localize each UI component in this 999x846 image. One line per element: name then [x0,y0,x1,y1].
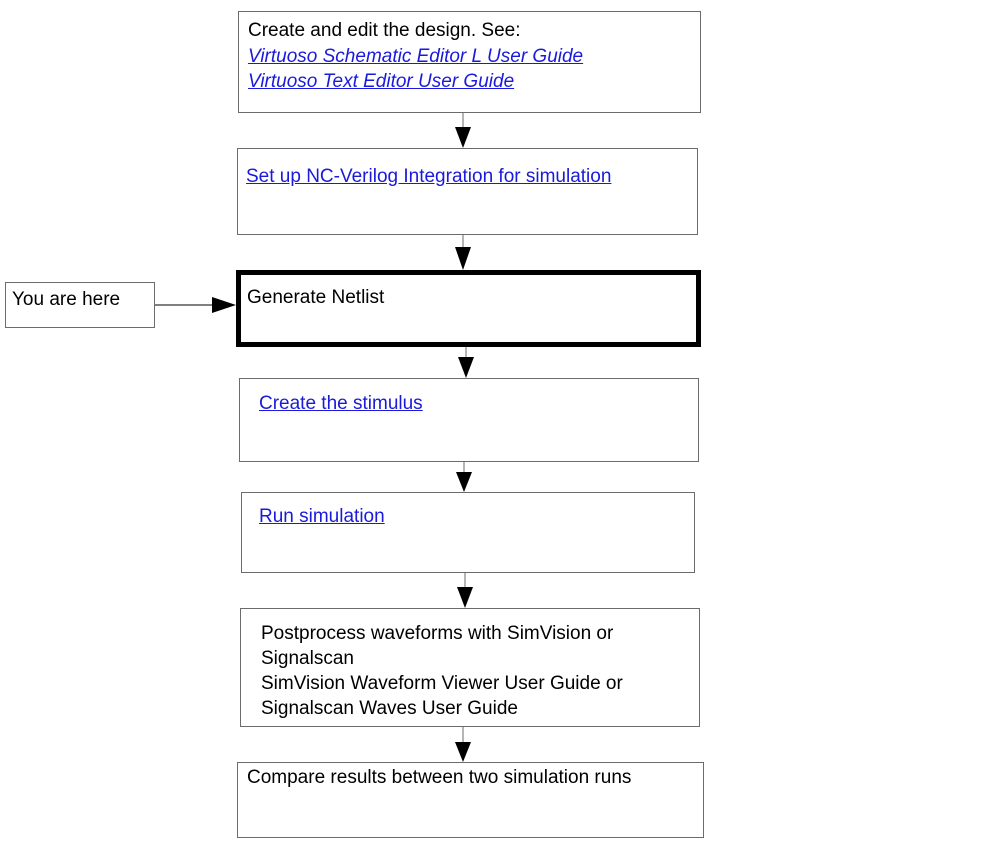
step-postprocess-waveforms: Postprocess waveforms with SimVision or … [240,608,700,727]
arrowhead-down-icon [457,587,473,608]
step-create-stimulus: Create the stimulus [239,378,699,462]
step-create-design-text: Create and edit the design. See: [248,20,521,41]
step-setup-integration: Set up NC-Verilog Integration for simula… [237,148,698,235]
arrowhead-down-icon [455,742,471,762]
arrowhead-down-icon [455,247,471,270]
step-generate-netlist-text: Generate Netlist [247,287,385,308]
link-run-simulation[interactable]: Run simulation [259,506,385,527]
step-generate-netlist: Generate Netlist [236,270,701,347]
arrowhead-down-icon [455,127,471,148]
link-text-editor-guide[interactable]: Virtuoso Text Editor User Guide [248,71,515,92]
step-compare-results: Compare results between two simulation r… [237,762,704,838]
link-schematic-editor-guide[interactable]: Virtuoso Schematic Editor L User Guide [248,46,584,67]
arrowhead-down-icon [456,472,472,492]
arrowhead-down-icon [458,357,474,378]
step-postprocess-line: Signalscan Waves User Guide [261,698,518,719]
step-postprocess-line: SimVision Waveform Viewer User Guide or [261,673,623,694]
link-create-stimulus[interactable]: Create the stimulus [259,393,423,414]
step-create-design: Create and edit the design. See: Virtuos… [238,11,701,113]
step-postprocess-line: Postprocess waveforms with SimVision or [261,623,614,644]
you-are-here-label: You are here [12,289,121,310]
you-are-here-marker: You are here [5,282,155,328]
step-postprocess-line: Signalscan [261,648,354,669]
arrowhead-right-icon [212,297,236,313]
link-setup-nc-verilog[interactable]: Set up NC-Verilog Integration for simula… [246,166,612,187]
step-run-simulation: Run simulation [241,492,695,573]
step-compare-results-text: Compare results between two simulation r… [247,767,632,788]
